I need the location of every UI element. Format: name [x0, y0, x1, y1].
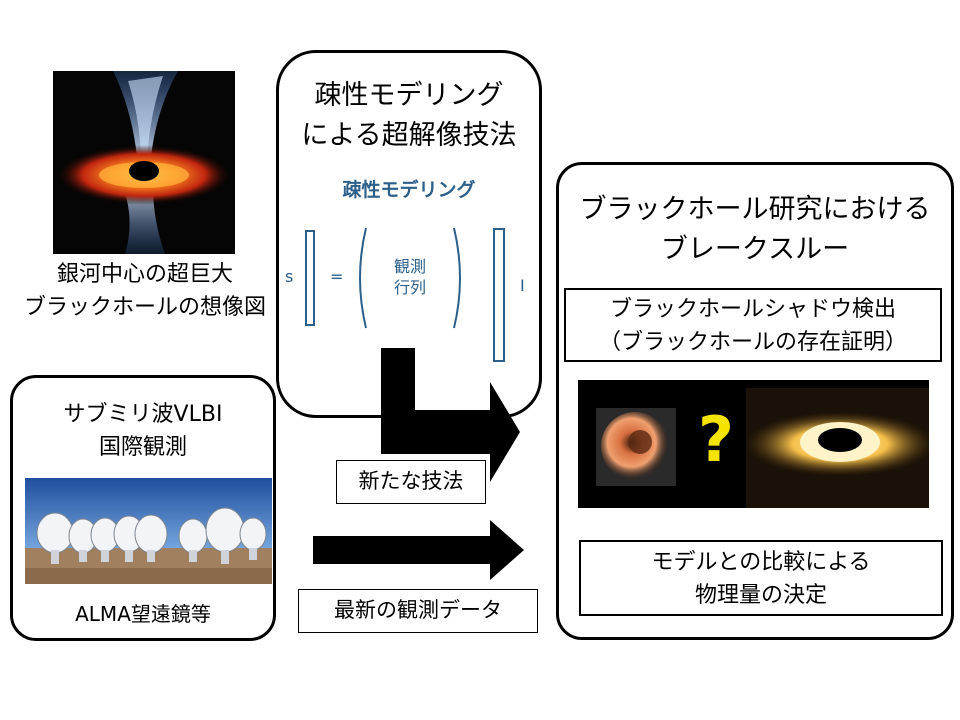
equation-equals: =	[330, 267, 344, 286]
bh-caption-line1: 銀河中心の超巨大	[56, 262, 233, 287]
equation-s: s	[285, 267, 294, 286]
sparse-subtitle: 疎性モデリング	[342, 179, 476, 201]
shadow-line1: ブラックホールシャドウ検出	[609, 297, 896, 322]
vlbi-title: サブミリ波VLBI 国際観測	[10, 398, 276, 464]
straight-arrow	[313, 520, 524, 580]
shadow-line2: （ブラックホールの存在証明）	[598, 330, 907, 355]
matrix-paren-right	[453, 227, 461, 329]
matrix-label: 観測 行列	[370, 256, 450, 298]
black-hole-illustration	[53, 71, 235, 254]
vlbi-title-line1: サブミリ波VLBI	[63, 402, 223, 427]
matrix-label-line2: 行列	[393, 278, 426, 297]
matrix-label-line1: 観測	[393, 257, 426, 276]
bh-caption-line2: ブラックホールの想像図	[23, 295, 266, 320]
alma-telescope-photo	[25, 478, 272, 584]
vector-i-bar	[493, 228, 505, 362]
sparse-title-line2: による超解像技法	[301, 120, 517, 151]
matrix-paren-left	[359, 227, 367, 329]
alma-caption: ALMA望遠鏡等	[75, 602, 211, 626]
breakthrough-title-line1: ブラックホール研究における	[579, 194, 931, 225]
new-technique-text: 新たな技法	[358, 469, 464, 493]
breakthrough-title: ブラックホール研究における ブレークスルー	[556, 190, 954, 270]
sparse-modeling-title: 疎性モデリング による超解像技法	[276, 76, 542, 156]
new-technique-label: 新たな技法	[336, 460, 486, 504]
shadow-comparison-image	[578, 380, 929, 508]
sparse-title-line1: 疎性モデリング	[314, 80, 504, 111]
model-line2: 物理量の決定	[694, 583, 827, 608]
latest-data-label: 最新の観測データ	[298, 589, 538, 633]
bent-arrow	[381, 348, 520, 482]
shadow-detection-box: ブラックホールシャドウ検出 （ブラックホールの存在証明）	[564, 288, 942, 362]
vector-s-bar	[305, 230, 315, 326]
model-line1: モデルとの比較による	[651, 550, 871, 575]
equation-i: I	[520, 276, 525, 295]
question-mark: ?	[698, 403, 734, 476]
breakthrough-title-line2: ブレークスルー	[660, 234, 850, 265]
model-comparison-box: モデルとの比較による 物理量の決定	[579, 540, 943, 616]
latest-data-text: 最新の観測データ	[334, 598, 502, 622]
black-hole-caption: 銀河中心の超巨大 ブラックホールの想像図	[10, 258, 280, 324]
vlbi-title-line2: 国際観測	[98, 435, 187, 460]
